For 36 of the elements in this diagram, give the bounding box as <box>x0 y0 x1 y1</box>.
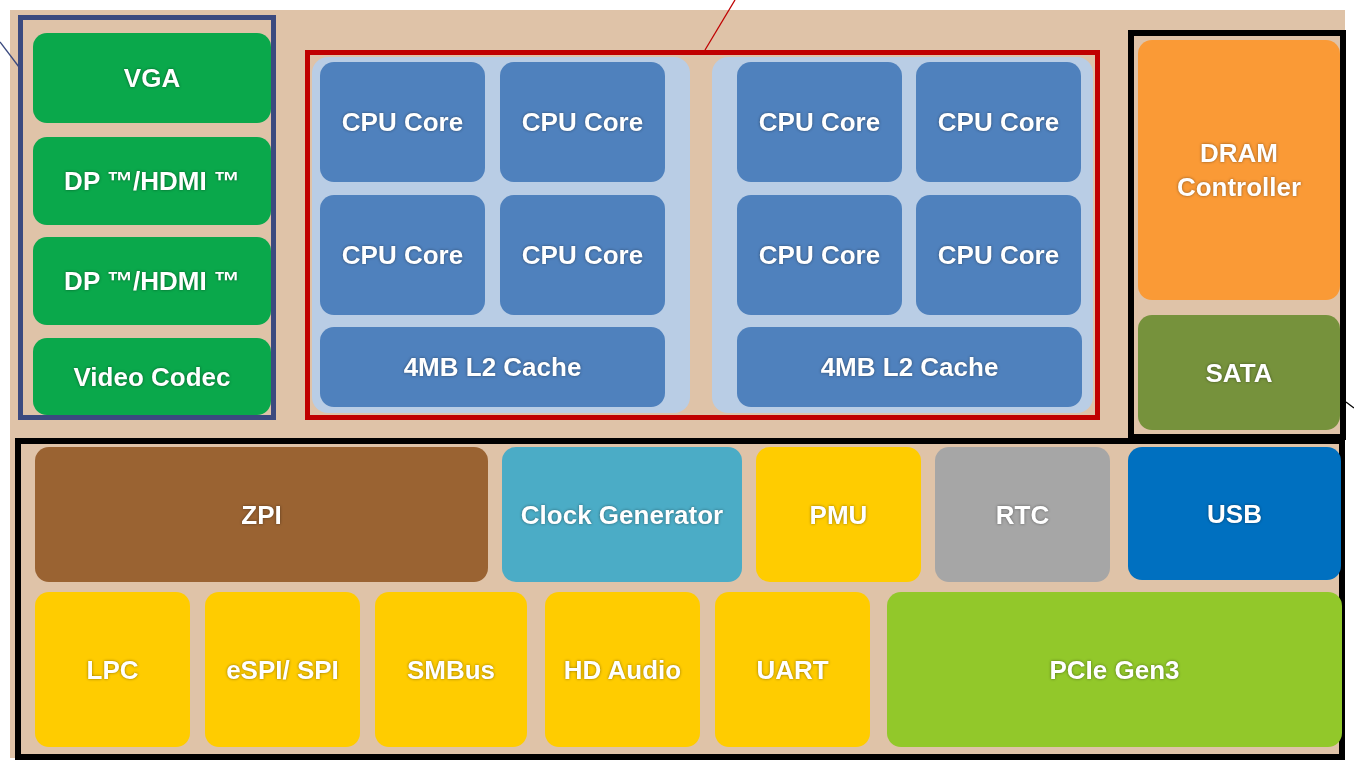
function-block: HD Audio <box>545 592 700 747</box>
function-block: VGA <box>33 33 271 123</box>
function-block: 4MB L2 Cache <box>737 327 1082 407</box>
block-group-outline <box>15 438 1345 760</box>
cluster-panel <box>712 57 1093 413</box>
function-block: PMU <box>756 447 921 582</box>
block-group-outline <box>305 50 1100 420</box>
function-block: Video Codec <box>33 338 271 415</box>
function-block: DRAM Controller <box>1138 40 1340 300</box>
function-block: Clock Generator <box>502 447 742 582</box>
function-block: CPU Core <box>916 195 1081 315</box>
function-block: 4MB L2 Cache <box>320 327 665 407</box>
function-block: UART <box>715 592 870 747</box>
cluster-panel <box>312 57 690 413</box>
function-block: PCIe Gen3 <box>887 592 1342 747</box>
leader-line <box>1345 401 1354 409</box>
function-block: SMBus <box>375 592 527 747</box>
function-block: LPC <box>35 592 190 747</box>
block-group-outline <box>18 15 276 420</box>
function-block: CPU Core <box>500 195 665 315</box>
function-block: SATA <box>1138 315 1340 430</box>
function-block: CPU Core <box>916 62 1081 182</box>
function-block: CPU Core <box>320 195 485 315</box>
function-block: CPU Core <box>320 62 485 182</box>
function-block: eSPI/ SPI <box>205 592 360 747</box>
block-group-outline <box>1128 30 1346 440</box>
function-block: ZPI <box>35 447 488 582</box>
function-block: CPU Core <box>737 195 902 315</box>
leader-line <box>704 0 736 51</box>
function-block: DP ™/HDMI ™ <box>33 137 271 225</box>
leader-line <box>0 41 20 68</box>
function-block: RTC <box>935 447 1110 582</box>
function-block: CPU Core <box>737 62 902 182</box>
function-block: CPU Core <box>500 62 665 182</box>
function-block: DP ™/HDMI ™ <box>33 237 271 325</box>
function-block: USB <box>1128 447 1341 580</box>
